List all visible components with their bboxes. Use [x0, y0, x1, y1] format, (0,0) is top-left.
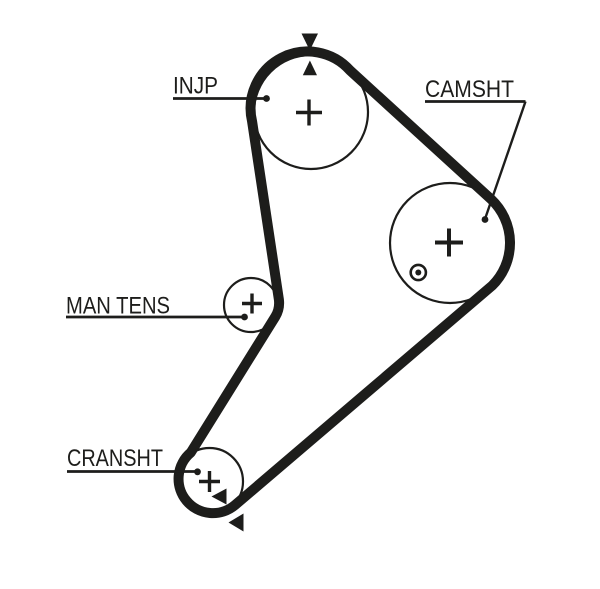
injp-center-cross-icon — [296, 99, 322, 126]
camsht-pulley — [388, 181, 512, 305]
cransht-pulley — [174, 446, 245, 517]
camsht-center-cross-icon — [435, 228, 463, 257]
camsht-leader-diagonal — [483, 101, 527, 220]
man-tens-pulley — [222, 276, 280, 334]
injp-label: INJP — [173, 73, 218, 100]
camsht-label: CAMSHT — [425, 76, 514, 103]
top-alignment-arrow-up-icon — [302, 60, 317, 76]
man-tens-center-cross-icon — [242, 293, 262, 314]
man-tens-leader-dot — [241, 313, 248, 321]
camsht-leader-dot — [481, 216, 489, 223]
camsht-timing-mark-outer-circle-icon — [409, 263, 428, 282]
cransht-leader-dot — [194, 468, 201, 476]
injp-pulley — [252, 53, 370, 171]
camsht-timing-mark-dot-icon — [415, 269, 422, 276]
cransht-alignment-arrow-left-lower-icon — [228, 513, 244, 532]
cransht-alignment-arrow-left-upper-icon — [211, 488, 227, 505]
cransht-label: CRANSHT — [67, 445, 163, 472]
cransht-center-cross-icon — [199, 471, 220, 492]
timing-belt — [173, 46, 515, 519]
man-tens-label: MAN TENS — [66, 293, 170, 320]
top-alignment-arrow-down-icon — [301, 33, 318, 51]
injp-leader-dot — [263, 95, 270, 102]
